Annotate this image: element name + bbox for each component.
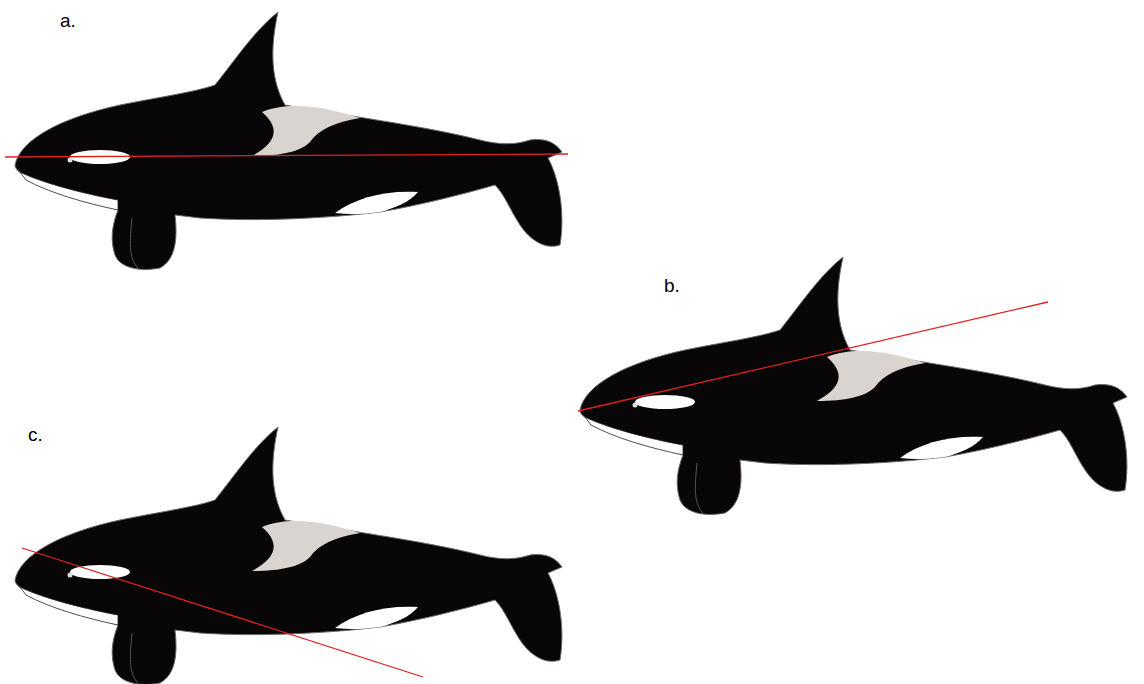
axis-line: [5, 154, 568, 157]
orca-b: [580, 257, 1127, 514]
panel-label: c.: [28, 424, 43, 447]
orca-c: [15, 427, 562, 684]
axis-line: [578, 302, 1048, 411]
panel-label: a.: [60, 10, 76, 33]
orca-a: [15, 12, 562, 269]
axis-line: [22, 548, 423, 677]
panel-label: b.: [664, 275, 680, 298]
